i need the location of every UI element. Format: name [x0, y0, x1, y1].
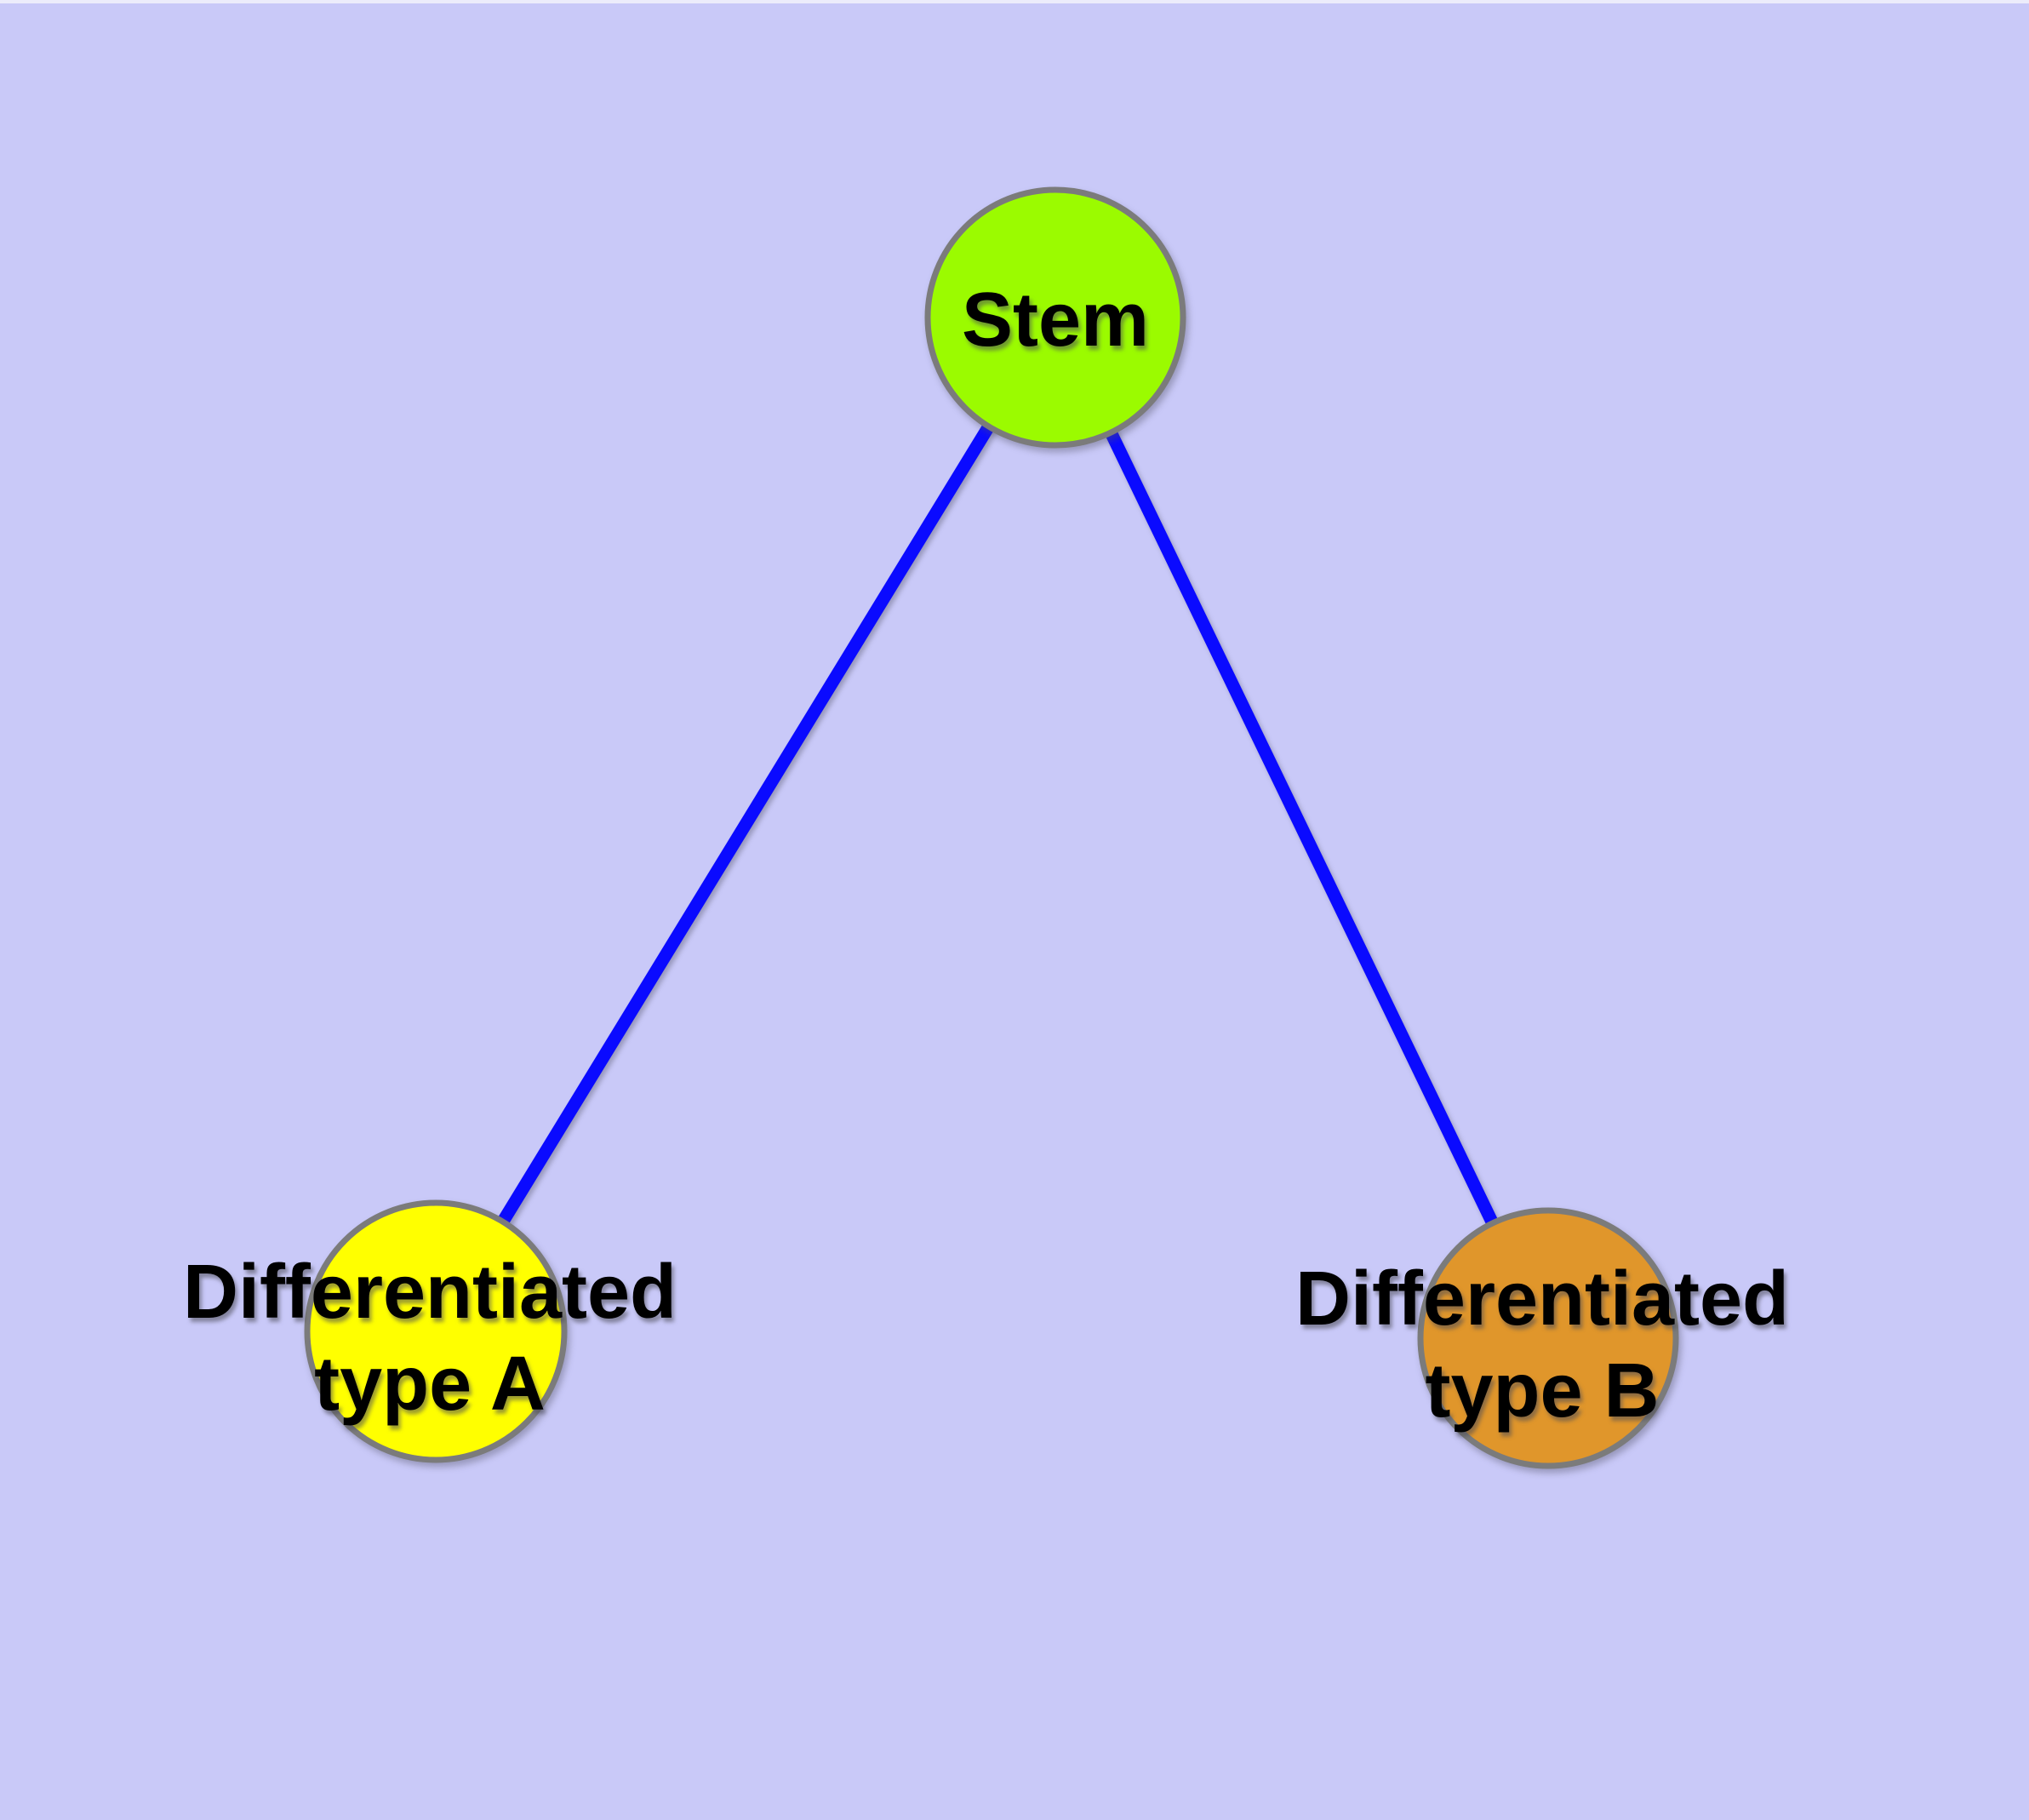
node-type-a-label-line2: type A [314, 1342, 546, 1427]
node-differentiated-type-b [1417, 1207, 1679, 1469]
node-type-a-label-line1: Differentiated [183, 1250, 677, 1335]
node-stem-label: Stem [962, 278, 1149, 363]
node-type-b-label-line2: type B [1425, 1348, 1659, 1434]
edge-stem-to-type-a [430, 314, 1061, 1335]
node-stem [924, 186, 1186, 449]
top-edge-strip [0, 0, 2029, 3]
node-differentiated-type-a [304, 1199, 568, 1463]
edge-stem-to-type-b [1049, 314, 1554, 1342]
node-type-b-label-line1: Differentiated [1295, 1256, 1789, 1342]
